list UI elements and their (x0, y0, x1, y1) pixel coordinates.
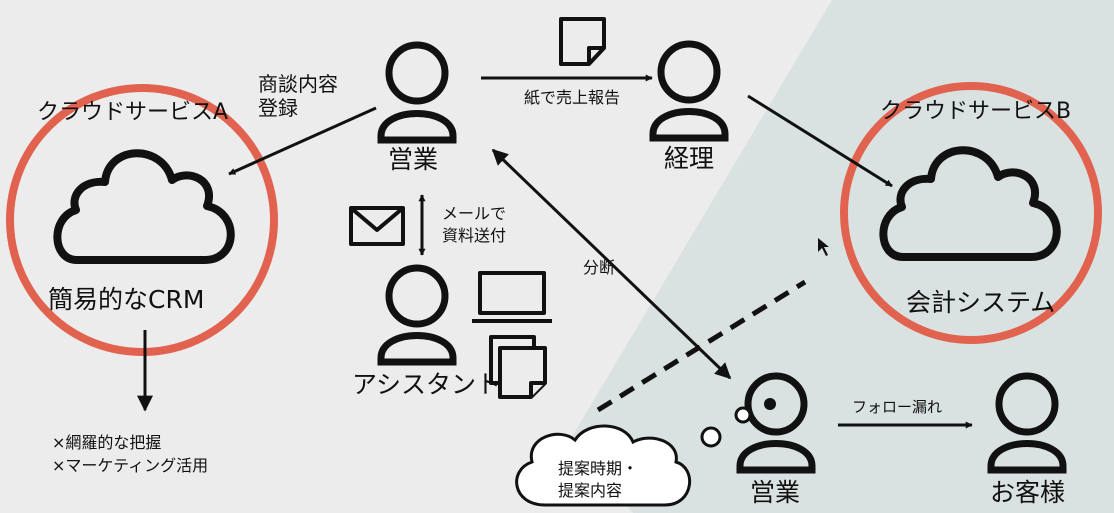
document-icon (559, 17, 606, 66)
arrow-label-followup: フォロー漏れ (852, 398, 943, 416)
thought-bubble-icon (515, 406, 752, 507)
cloud-b-ring (840, 82, 1102, 344)
eye-dot (764, 398, 776, 410)
cloud-a-ring (6, 84, 278, 356)
person-icon (649, 40, 729, 142)
dashed-divider (596, 279, 807, 413)
arrow-split (491, 148, 732, 380)
issue-line-2: ×マーケティング活用 (52, 456, 209, 475)
person-label-assistant: アシスタント (352, 370, 502, 399)
mail-icon (349, 206, 405, 246)
person-label-sales-bottom: 営業 (750, 478, 801, 507)
cloud-b-caption: 会計システム (906, 288, 1056, 317)
arrow-label-register-line1: 商談内容 (258, 72, 338, 96)
right-panel-background (570, 0, 1114, 513)
person-icon (736, 372, 816, 474)
person-icon (377, 264, 457, 366)
cloud-b-title: クラウドサービスB (880, 99, 1072, 124)
person-icon (377, 41, 457, 144)
person-icon (987, 372, 1067, 474)
bubble-text-line1: 提案時期・ (558, 459, 639, 478)
arrow-label-paper-report: 紙で売上報告 (524, 88, 621, 107)
arrow-label-register-line2: 登録 (258, 96, 298, 120)
issue-line-1: ×網羅的な把握 (52, 433, 162, 452)
mouse-cursor-icon (818, 238, 829, 256)
arrow-accounting-to-cloud-b (747, 94, 893, 188)
cloud-a-title: クラウドサービスA (37, 100, 229, 125)
cloud-icon (879, 146, 1061, 261)
arrow-register (228, 106, 377, 176)
arrow-label-mail-line2: 資料送付 (442, 226, 507, 245)
arrow-label-split: 分断 (583, 258, 616, 277)
person-label-customer: お客様 (990, 478, 1066, 507)
person-label-accounting: 経理 (664, 144, 715, 173)
cloud-a-caption: 簡易的なCRM (48, 285, 205, 314)
person-label-sales-top: 営業 (388, 145, 439, 174)
arrow-label-mail-line1: メールで (442, 204, 507, 223)
cloud-icon (53, 149, 235, 264)
bubble-text-line2: 提案内容 (558, 481, 623, 500)
